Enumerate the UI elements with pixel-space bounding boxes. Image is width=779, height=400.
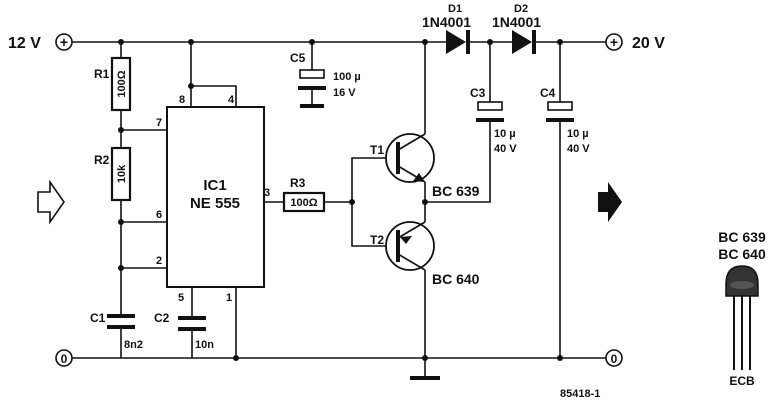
r1-ref: R1 bbox=[94, 67, 110, 81]
capacitor-c4 bbox=[546, 101, 574, 122]
pin-8: 8 bbox=[179, 94, 185, 106]
transistor-t2 bbox=[385, 221, 435, 271]
resistor-r1: 100Ω bbox=[110, 56, 132, 112]
pin-2: 2 bbox=[156, 255, 162, 267]
pin-3: 3 bbox=[264, 187, 270, 199]
r2-value: 10k bbox=[116, 164, 128, 183]
r1-value: 100Ω bbox=[116, 70, 128, 97]
c5-ref: C5 bbox=[290, 51, 306, 65]
ic1-ref: IC1 bbox=[203, 177, 226, 194]
package-label-2: BC 640 bbox=[718, 246, 766, 262]
c5-value-2: 16 V bbox=[333, 87, 356, 99]
r3-value: 100Ω bbox=[290, 197, 317, 209]
diode-d1 bbox=[446, 30, 470, 54]
diode-d2 bbox=[512, 30, 536, 54]
transistor-t1 bbox=[385, 133, 435, 183]
c3-ref: C3 bbox=[470, 86, 486, 100]
capacitor-c1 bbox=[107, 314, 135, 329]
pin-7: 7 bbox=[156, 117, 162, 129]
output-terminal: + bbox=[605, 33, 623, 51]
output-voltage-label: 20 V bbox=[632, 35, 665, 52]
c4-value-1: 10 µ bbox=[567, 128, 589, 140]
resistor-r3: 100Ω bbox=[282, 191, 326, 213]
c5-value-1: 100 µ bbox=[333, 71, 361, 83]
c2-value: 10n bbox=[195, 339, 214, 351]
resistor-r2: 10k bbox=[110, 146, 132, 202]
pin-5: 5 bbox=[178, 292, 184, 304]
c3-value-2: 40 V bbox=[494, 143, 517, 155]
ground-label-left: 0 bbox=[61, 352, 68, 366]
input-arrow-icon bbox=[37, 179, 65, 225]
package-pins: ECB bbox=[729, 374, 755, 388]
ic1-body bbox=[166, 106, 265, 288]
pin-6: 6 bbox=[156, 209, 162, 221]
c1-ref: C1 bbox=[90, 311, 106, 325]
capacitor-c2 bbox=[178, 316, 206, 331]
package-label-1: BC 639 bbox=[718, 229, 766, 245]
ground-terminal-right: 0 bbox=[605, 349, 623, 367]
c4-value-2: 40 V bbox=[567, 143, 590, 155]
input-voltage-label: 12 V bbox=[8, 35, 41, 52]
t1-part: BC 639 bbox=[432, 183, 480, 199]
capacitor-c3 bbox=[476, 101, 504, 122]
figure-number: 85418-1 bbox=[560, 388, 600, 400]
c3-value-1: 10 µ bbox=[494, 128, 516, 140]
pin-4: 4 bbox=[228, 94, 235, 106]
capacitor-c5 bbox=[298, 69, 326, 90]
output-arrow-icon bbox=[598, 182, 622, 222]
t2-ref: T2 bbox=[370, 233, 384, 247]
t1-ref: T1 bbox=[370, 143, 384, 157]
c1-value: 8n2 bbox=[124, 339, 143, 351]
d1-ref: D1 bbox=[448, 3, 462, 15]
d2-ref: D2 bbox=[514, 3, 528, 15]
plus-sign: + bbox=[60, 34, 68, 50]
c4-ref: C4 bbox=[540, 86, 556, 100]
c2-ref: C2 bbox=[154, 311, 170, 325]
r2-ref: R2 bbox=[94, 153, 110, 167]
t2-part: BC 640 bbox=[432, 271, 480, 287]
plus-sign: + bbox=[610, 34, 618, 50]
to92-package-icon bbox=[725, 265, 759, 370]
ground-terminal-left: 0 bbox=[55, 349, 73, 367]
ic1-part: NE 555 bbox=[190, 195, 240, 212]
input-terminal: + bbox=[55, 33, 73, 51]
d1-part: 1N4001 bbox=[422, 14, 471, 30]
ground-label-right: 0 bbox=[611, 352, 618, 366]
d2-part: 1N4001 bbox=[492, 14, 541, 30]
r3-ref: R3 bbox=[290, 176, 306, 190]
pin-1: 1 bbox=[226, 292, 232, 304]
